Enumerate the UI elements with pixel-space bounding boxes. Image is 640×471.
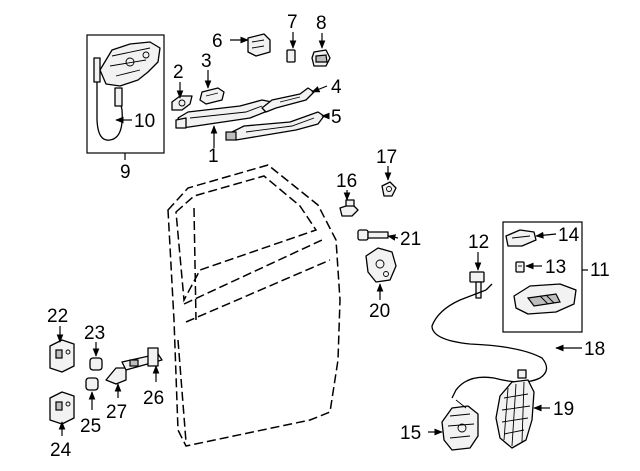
callout-22: 22: [47, 306, 68, 327]
callout-11: 11: [590, 260, 610, 281]
part-5-rear-handle: [225, 111, 325, 141]
callout-6: 6: [212, 31, 223, 52]
part-23-bushing: [89, 357, 103, 371]
callout-20: 20: [369, 301, 390, 322]
part-15-door-latch: [441, 399, 479, 451]
callout-10: 10: [134, 111, 155, 132]
part-27-check-stop: [105, 367, 127, 385]
callout-3: 3: [201, 51, 212, 72]
callout-27: 27: [106, 402, 127, 423]
callout-24: 24: [50, 440, 72, 461]
callout-16: 16: [336, 171, 357, 192]
callout-14: 14: [558, 225, 580, 246]
callout-15: 15: [400, 423, 421, 444]
part-25-bushing: [85, 377, 99, 391]
callout-7: 7: [287, 12, 298, 33]
part-13-clip: [515, 261, 525, 273]
callout-8: 8: [316, 13, 327, 34]
callout-21: 21: [400, 229, 421, 250]
callout-13: 13: [545, 257, 566, 278]
part-21-bolt: [357, 229, 389, 241]
part-12-screw: [469, 271, 485, 299]
part-2-bezel: [171, 95, 193, 111]
callout-5: 5: [331, 107, 342, 128]
part-20-striker: [365, 247, 397, 283]
part-9-handle-carrier: [99, 41, 161, 87]
leader-lines: [56, 32, 588, 436]
part-24-lower-hinge: [49, 391, 75, 425]
callout-18: 18: [584, 339, 605, 360]
part-7-clip: [286, 49, 296, 63]
group-box-11: [502, 221, 583, 333]
callout-1: 1: [208, 146, 219, 167]
part-4-handle-gasket: [261, 87, 315, 113]
door-outline: [167, 164, 341, 447]
part-14-cap: [505, 229, 537, 247]
part-19-latch-cover: [495, 379, 535, 449]
callout-25: 25: [80, 416, 101, 437]
callout-17: 17: [376, 147, 397, 168]
part-11-inside-handle: [513, 283, 577, 315]
callout-19: 19: [553, 399, 574, 420]
callout-26: 26: [143, 388, 164, 409]
part-8-cover: [311, 49, 331, 67]
callout-9: 9: [120, 162, 131, 183]
part-22-upper-hinge: [49, 339, 75, 373]
callout-2: 2: [173, 62, 184, 83]
part-6-pad: [247, 33, 271, 57]
callout-4: 4: [331, 77, 342, 98]
callout-23: 23: [84, 323, 105, 344]
part-3-cap: [199, 87, 225, 105]
part-16-bolt: [339, 199, 359, 217]
part-18-cable: [431, 283, 548, 399]
part-17-nut: [381, 181, 397, 197]
callout-12: 12: [468, 232, 489, 253]
